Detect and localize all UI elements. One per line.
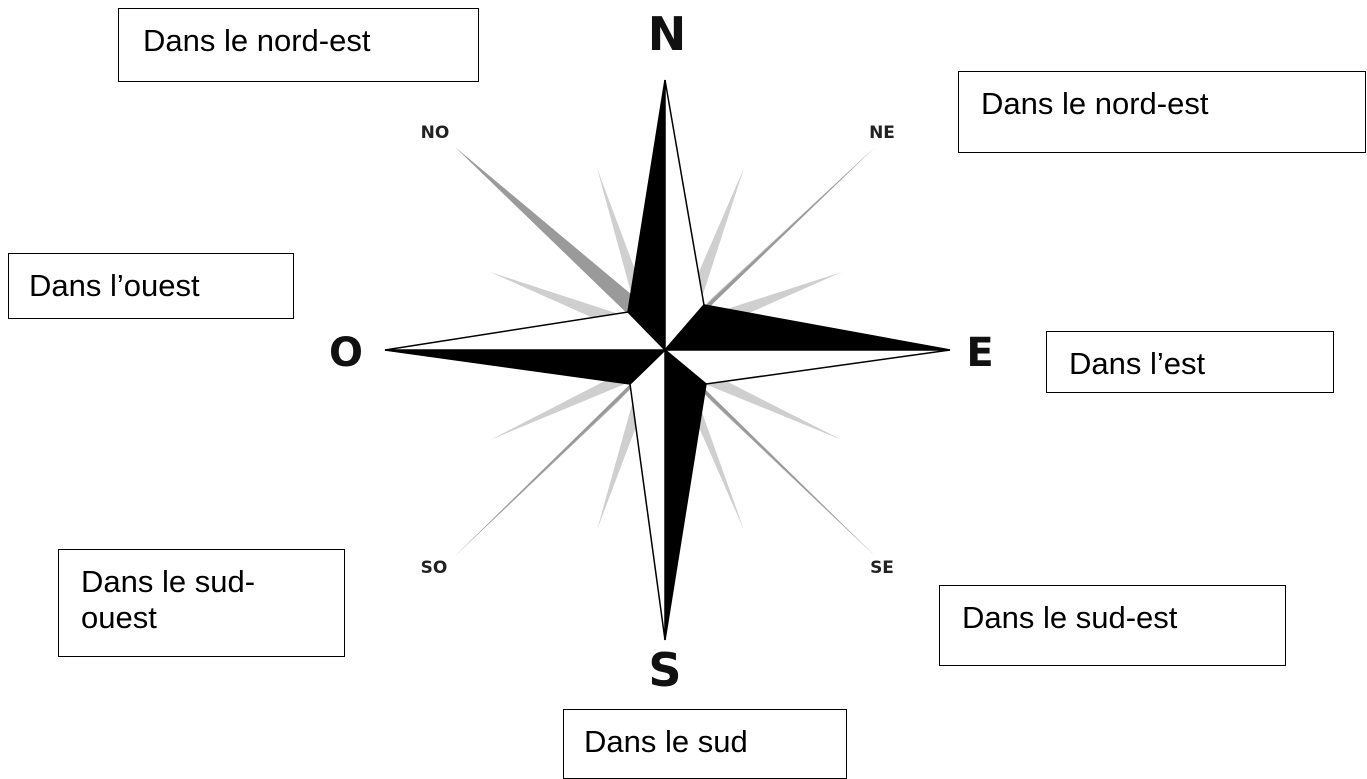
point-west-bottom (384, 349, 667, 385)
point-east-bottom (662, 349, 951, 385)
point-north-left (627, 79, 666, 352)
east-letter: E (966, 330, 993, 376)
west-letter: O (329, 330, 363, 376)
label-box-south: Dans le sud (563, 709, 847, 779)
label-box-southeast: Dans le sud-est (939, 585, 1286, 666)
ray-nw-dark (455, 147, 665, 350)
north-letter: N (648, 7, 687, 61)
southwest-letters: SO (421, 558, 448, 578)
intercardinal-rays (455, 147, 875, 556)
ray-se-dark (665, 350, 875, 556)
northwest-letters: NO (421, 123, 450, 143)
label-box-southwest: Dans le sud-ouest (58, 549, 345, 657)
label-box-west: Dans l’ouest (8, 253, 294, 319)
point-south-right (664, 348, 707, 641)
point-north-right (664, 79, 705, 353)
label-box-northeast: Dans le nord-est (958, 71, 1366, 153)
point-east-top (663, 304, 951, 351)
ray-ne-dark (665, 147, 875, 350)
southeast-letters: SE (870, 558, 894, 578)
point-south-left (629, 348, 666, 641)
northeast-letters: NE (869, 123, 895, 143)
point-west-top (384, 311, 667, 351)
label-box-east: Dans l’est (1046, 331, 1334, 393)
south-letter: S (648, 643, 681, 697)
ray-sw-dark (455, 350, 665, 556)
cardinal-points (384, 79, 951, 641)
label-box-northwest: Dans le nord-est (118, 8, 479, 82)
